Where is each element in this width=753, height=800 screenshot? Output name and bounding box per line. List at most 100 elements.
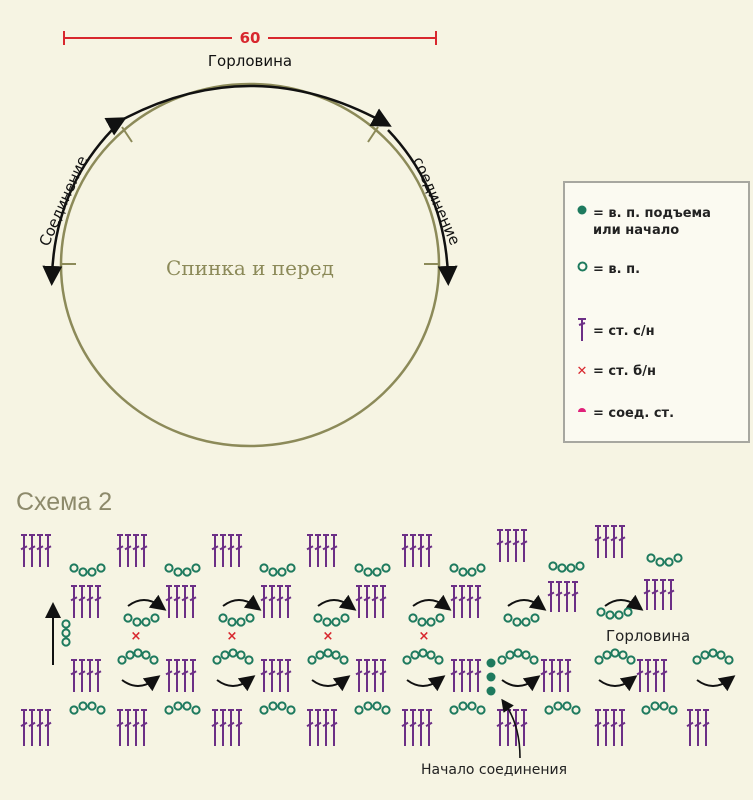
filled-dot-icon	[575, 205, 589, 215]
chain-stitch	[512, 617, 522, 627]
double-crochet-stitch	[520, 529, 528, 562]
chain-stitch	[191, 705, 201, 715]
double-crochet-stitch	[659, 579, 667, 610]
chain-stitch	[218, 613, 228, 623]
neckline-label: Горловина	[208, 52, 292, 70]
chain-stitch	[286, 563, 296, 573]
chain-stitch	[529, 655, 539, 665]
chain-stitch	[381, 705, 391, 715]
row-direction-arrow	[604, 594, 644, 611]
chain-stitch	[354, 705, 364, 715]
chain-stitch	[173, 701, 183, 711]
double-crochet-stitch	[636, 659, 644, 692]
row-direction-arrow	[317, 594, 357, 611]
chain-stitch	[497, 655, 507, 665]
chain-stitch	[87, 701, 97, 711]
double-crochet-stitch	[564, 659, 572, 692]
double-crochet-stitch	[694, 709, 702, 746]
chain-stitch	[641, 705, 651, 715]
chain-stitch	[182, 567, 192, 577]
double-crochet-stitch	[602, 709, 610, 746]
chain-stitch	[408, 613, 418, 623]
chain-stitch	[602, 650, 612, 660]
double-crochet-stitch	[379, 585, 387, 618]
chain-stitch	[664, 557, 674, 567]
chain-stitch	[476, 705, 486, 715]
chain-stitch	[571, 705, 581, 715]
double-crochet-stitch	[268, 585, 276, 618]
chain-stitch	[87, 567, 97, 577]
double-crochet-stitch	[86, 585, 94, 618]
double-crochet-stitch	[36, 534, 44, 567]
chain-stitch	[505, 650, 515, 660]
double-crochet-stitch	[189, 585, 197, 618]
double-crochet-stitch	[417, 709, 425, 746]
width-dimension-line	[63, 28, 437, 46]
double-crochet-stitch	[140, 709, 148, 746]
double-crochet-stitch	[667, 579, 675, 610]
double-crochet-stitch	[44, 709, 52, 746]
chain-stitch	[244, 655, 254, 665]
chain-stitch	[417, 617, 427, 627]
double-crochet-stitch	[425, 709, 433, 746]
double-crochet-stitch	[548, 659, 556, 692]
double-crochet-stitch	[409, 534, 417, 567]
chain-stitch	[227, 617, 237, 627]
double-crochet-stitch	[211, 709, 219, 746]
chain-stitch	[700, 650, 710, 660]
chain-stitch	[650, 701, 660, 711]
double-crochet-stitch	[132, 709, 140, 746]
double-crochet-stitch	[165, 659, 173, 692]
chain-stitch	[435, 613, 445, 623]
double-crochet-stitch	[20, 709, 28, 746]
chain-stitch	[614, 610, 624, 620]
double-crochet-stitch	[458, 659, 466, 692]
legend-item-sc: ✕ = ст. б/н	[576, 364, 656, 379]
double-crochet-stitch	[425, 534, 433, 567]
row-direction-arrow	[696, 675, 736, 692]
double-crochet-stitch	[363, 585, 371, 618]
double-crochet-stitch	[70, 659, 78, 692]
chain-stitch	[708, 648, 718, 658]
legend-item-chain: = в. п.	[575, 261, 640, 278]
chain-stitch	[562, 701, 572, 711]
double-crochet-stitch	[219, 534, 227, 567]
chain-stitch	[692, 655, 702, 665]
chain-stitch	[530, 613, 540, 623]
chain-stitch	[141, 617, 151, 627]
chain-stitch	[212, 655, 222, 665]
double-crochet-stitch	[227, 534, 235, 567]
double-crochet-stitch	[520, 709, 528, 746]
double-crochet-stitch	[652, 659, 660, 692]
double-crochet-stitch	[227, 709, 235, 746]
legend-item-chain-lift: = в. п. подъема или начало	[575, 205, 711, 239]
chain-stitch	[228, 648, 238, 658]
double-crochet-stitch	[563, 581, 571, 612]
chain-stitch	[307, 655, 317, 665]
chain-stitch	[132, 617, 142, 627]
double-crochet-stitch	[409, 709, 417, 746]
double-crochet-stitch	[450, 585, 458, 618]
double-crochet-stitch	[235, 709, 243, 746]
chain-stitch	[363, 567, 373, 577]
double-crochet-stitch	[124, 534, 132, 567]
start-pointer-arrow	[501, 698, 521, 759]
double-crochet-stitch	[330, 709, 338, 746]
chain-stitch	[381, 563, 391, 573]
chain-stitch	[426, 650, 436, 660]
chain-stitch	[315, 650, 325, 660]
double-crochet-stitch	[116, 534, 124, 567]
chain-stitch	[331, 617, 341, 627]
chain-stitch	[596, 607, 606, 617]
row-direction-arrow	[598, 675, 638, 692]
chain-stitch	[449, 563, 459, 573]
chain-stitch	[626, 655, 636, 665]
chain-stitch	[286, 705, 296, 715]
double-crochet-stitch	[363, 659, 371, 692]
chain-stitch	[646, 553, 656, 563]
single-crochet-stitch: ×	[131, 629, 142, 644]
chain-stitch	[78, 701, 88, 711]
double-crochet-stitch	[556, 659, 564, 692]
chain-stitch	[668, 705, 678, 715]
chain-stitch	[164, 563, 174, 573]
